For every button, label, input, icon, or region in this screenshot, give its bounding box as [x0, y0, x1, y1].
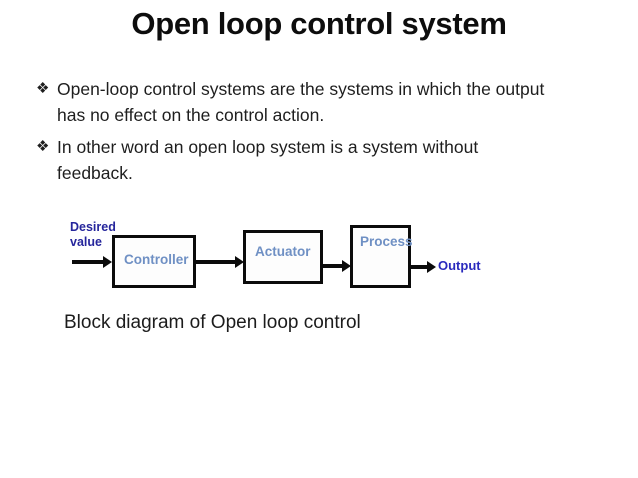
arrow-head-icon [103, 256, 112, 268]
arrow-head-icon [342, 260, 351, 272]
bullet-text: Open-loop control systems are the system… [57, 79, 545, 125]
actuator-to-process-arrow [323, 260, 351, 272]
diagram-caption: Block diagram of Open loop control [64, 312, 361, 333]
arrow-shaft [196, 260, 237, 264]
arrow-head-icon [427, 261, 436, 273]
input-arrow [72, 256, 112, 268]
controller-block: Controller [112, 235, 196, 288]
actuator-block-label: Actuator [255, 244, 311, 259]
process-block: Process [350, 225, 413, 288]
diamond-bullet-icon: ❖ [36, 138, 50, 155]
controller-to-actuator-arrow [196, 256, 244, 268]
arrow-shaft [323, 264, 344, 268]
arrow-shaft [411, 265, 429, 269]
slide-title: Open loop control system [131, 6, 507, 41]
bullet-list: ❖ Open-loop control systems are the syst… [36, 76, 566, 192]
bullet-item: ❖ In other word an open loop system is a… [36, 134, 566, 186]
desired-value-label: Desired value [70, 220, 116, 249]
arrow-shaft [72, 260, 105, 264]
diamond-bullet-icon: ❖ [36, 80, 50, 97]
arrow-head-icon [235, 256, 244, 268]
process-block-label: Process [360, 234, 413, 249]
controller-block-label: Controller [124, 252, 189, 267]
actuator-block: Actuator [243, 230, 323, 284]
bullet-text: In other word an open loop system is a s… [57, 137, 479, 183]
bullet-item: ❖ Open-loop control systems are the syst… [36, 76, 566, 128]
output-arrow [411, 261, 436, 273]
output-label: Output [438, 258, 481, 273]
